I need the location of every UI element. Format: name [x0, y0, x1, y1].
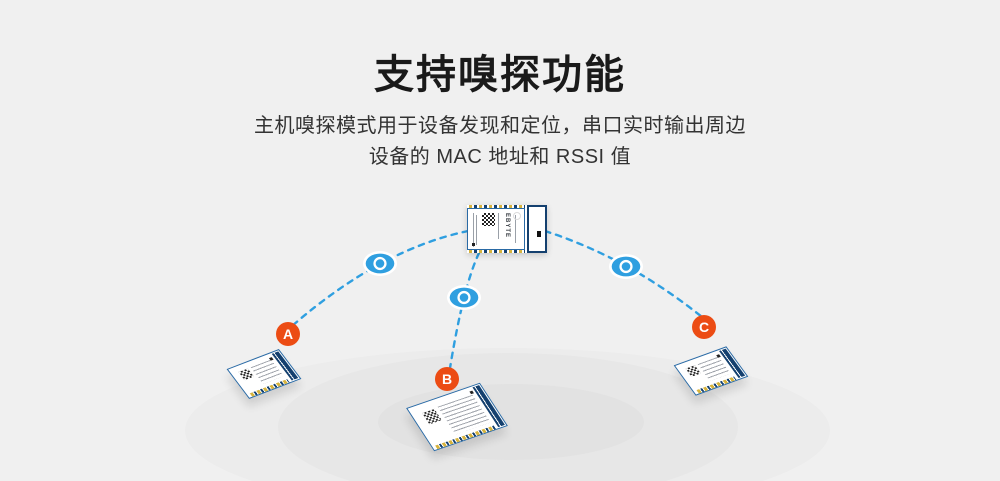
module-body: EBYTE	[467, 208, 525, 250]
module-component-dot	[716, 354, 721, 358]
module-brand-label: EBYTE	[504, 213, 510, 239]
module-pins-top	[469, 205, 525, 209]
module-qr-code	[238, 368, 255, 381]
module-pins-bottom	[469, 249, 525, 253]
eye-icon	[609, 254, 643, 279]
subtitle-line-1: 主机嗅探模式用于设备发现和定位，串口实时输出周边	[254, 115, 746, 137]
module-qr-code	[685, 365, 701, 377]
page-title: 支持嗅探功能	[374, 53, 626, 97]
link-to-device-b	[448, 251, 481, 370]
module-microtext-line	[473, 213, 474, 247]
host-sniffer-module: EBYTE	[467, 205, 547, 253]
page-subtitle: 主机嗅探模式用于设备发现和定位，串口实时输出周边 设备的 MAC 地址和 RSS…	[0, 111, 1000, 173]
module-pin1-dot	[472, 243, 475, 246]
module-microtext-line	[498, 213, 499, 239]
module-component-dot	[268, 357, 274, 361]
device-a-badge: A	[276, 322, 300, 346]
link-to-device-a	[290, 229, 470, 328]
eye-icon	[447, 285, 481, 310]
module-component-dot	[469, 390, 474, 395]
module-qr-code	[422, 408, 442, 425]
module-antenna-section	[527, 205, 547, 253]
device-b-badge: B	[435, 367, 459, 391]
module-qr-code	[482, 213, 495, 226]
antenna-chip	[537, 231, 541, 237]
eye-icon	[363, 251, 397, 276]
module-microtext-line	[476, 215, 477, 245]
subtitle-line-2: 设备的 MAC 地址和 RSSI 值	[368, 146, 632, 168]
device-c-badge: C	[692, 315, 716, 339]
module-microtext-line	[515, 215, 516, 243]
module-logo-watermark	[513, 212, 521, 220]
